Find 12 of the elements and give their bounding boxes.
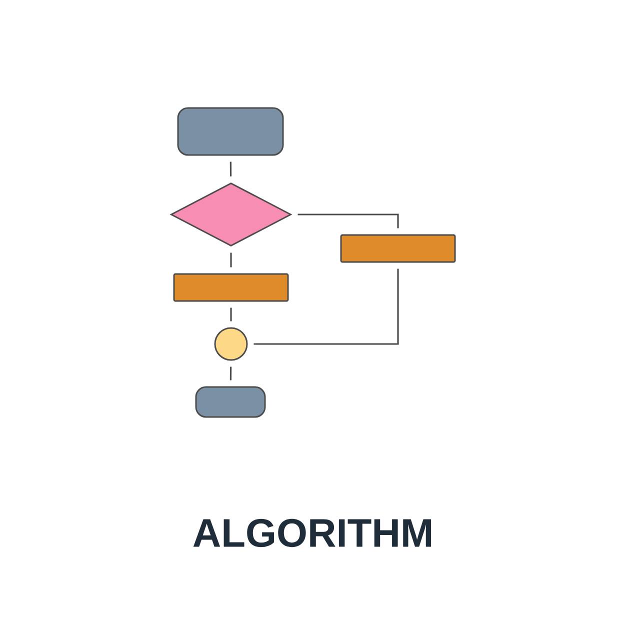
connector-line bbox=[230, 252, 232, 268]
connector-line bbox=[298, 214, 399, 228]
title: ALGORITHM bbox=[193, 518, 431, 548]
rounded-box bbox=[177, 107, 284, 156]
connector-line bbox=[230, 366, 232, 380]
rounded-box bbox=[195, 386, 266, 418]
connector-circle bbox=[214, 327, 248, 361]
process-bar bbox=[173, 273, 289, 302]
connector-line bbox=[230, 162, 232, 176]
connector-line bbox=[230, 308, 232, 322]
connector-line bbox=[254, 268, 399, 345]
process-bar bbox=[340, 234, 456, 263]
